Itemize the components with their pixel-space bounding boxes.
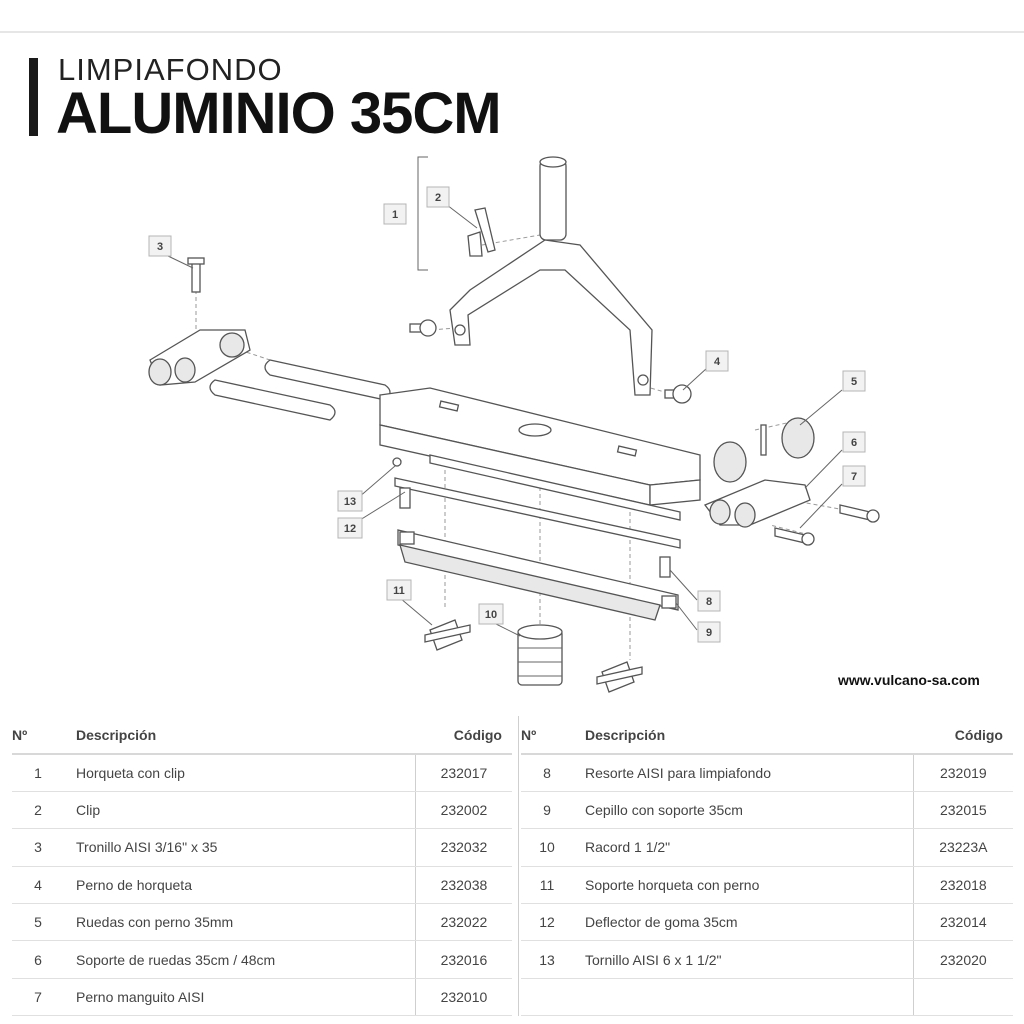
part-code: 23223A	[912, 828, 1013, 867]
table-header-row: Nº Descripción Código	[521, 716, 1013, 755]
svg-text:12: 12	[344, 523, 356, 535]
part-number: 9	[521, 791, 573, 830]
part-code: 232032	[414, 828, 512, 867]
part-description: Cepillo con soporte 35cm	[573, 791, 914, 830]
part-number: 1	[12, 754, 64, 792]
callout-7: 7	[842, 465, 866, 487]
parts-table-left: Nº Descripción Código 1 Horqueta con cli…	[12, 716, 512, 1017]
top-divider	[0, 31, 1024, 33]
table-row: 2 Clip 232002	[12, 791, 512, 830]
part-code: 232016	[414, 940, 512, 979]
part-number: 11	[521, 866, 573, 905]
svg-text:10: 10	[485, 609, 497, 621]
exploded-parts-diagram: 1 2 3 4 5 6 7 8 9 10 11 12	[148, 156, 880, 693]
part-description: Tornillo AISI 6 x 1 1/2"	[573, 940, 914, 979]
part-description: Racord 1 1/2"	[573, 828, 914, 867]
part-number: 6	[12, 940, 64, 979]
svg-text:3: 3	[157, 241, 163, 253]
header-no: Nº	[12, 716, 64, 755]
callout-10: 10	[478, 603, 504, 625]
website-url: www.vulcano-sa.com	[838, 672, 980, 688]
table-row: 3 Tronillo AISI 3/16" x 35 232032	[12, 828, 512, 867]
part-code: 232015	[912, 791, 1013, 830]
part-code	[912, 978, 1013, 1017]
part-code: 232020	[912, 940, 1013, 979]
callout-12: 12	[337, 517, 363, 539]
part-code: 232002	[414, 791, 512, 830]
svg-text:1: 1	[392, 209, 398, 221]
part-number: 8	[521, 754, 573, 792]
part-description: Horqueta con clip	[64, 754, 416, 792]
header-code: Código	[415, 716, 512, 755]
product-title: ALUMINIO 35CM	[56, 81, 502, 146]
table-row: 13 Tornillo AISI 6 x 1 1/2" 232020	[521, 940, 1013, 979]
table-row: 8 Resorte AISI para limpiafondo 232019	[521, 754, 1013, 792]
part-description: Clip	[64, 791, 416, 830]
table-row: 7 Perno manguito AISI 232010	[12, 978, 512, 1017]
callout-3: 3	[148, 235, 172, 257]
part-description	[573, 978, 914, 1017]
svg-text:11: 11	[393, 585, 405, 597]
callout-5: 5	[842, 370, 866, 392]
header-description: Descripción	[573, 716, 914, 755]
part-number: 12	[521, 903, 573, 942]
table-row: 9 Cepillo con soporte 35cm 232015	[521, 791, 1013, 830]
header-no: Nº	[521, 716, 573, 755]
part-number: 13	[521, 940, 573, 979]
header-description: Descripción	[64, 716, 416, 755]
part-code: 232010	[414, 978, 512, 1017]
svg-text:5: 5	[851, 376, 857, 388]
part-description: Resorte AISI para limpiafondo	[573, 754, 914, 792]
part-description: Perno manguito AISI	[64, 978, 416, 1017]
callout-4: 4	[705, 350, 729, 372]
part-description: Ruedas con perno 35mm	[64, 903, 416, 942]
table-row: 1 Horqueta con clip 232017	[12, 754, 512, 792]
svg-text:7: 7	[851, 471, 857, 483]
part-number: 7	[12, 978, 64, 1017]
table-row: 5 Ruedas con perno 35mm 232022	[12, 903, 512, 942]
part-code: 232022	[414, 903, 512, 942]
svg-text:6: 6	[851, 437, 857, 449]
svg-text:2: 2	[435, 192, 441, 204]
product-subtitle: LIMPIAFONDO	[58, 52, 283, 87]
callout-11: 11	[386, 579, 412, 601]
part-number: 2	[12, 791, 64, 830]
part-description: Perno de horqueta	[64, 866, 416, 905]
part-description: Deflector de goma 35cm	[573, 903, 914, 942]
parts-table-right: Nº Descripción Código 8 Resorte AISI par…	[521, 716, 1013, 1017]
part-number: 5	[12, 903, 64, 942]
part-number: 3	[12, 828, 64, 867]
callout-9: 9	[697, 621, 721, 643]
table-row: 6 Soporte de ruedas 35cm / 48cm 232016	[12, 940, 512, 979]
part-code: 232017	[414, 754, 512, 792]
callout-8: 8	[697, 590, 721, 612]
callout-2: 2	[426, 186, 450, 208]
svg-text:4: 4	[714, 356, 721, 368]
table-row: 10 Racord 1 1/2" 23223A	[521, 828, 1013, 867]
svg-text:9: 9	[706, 627, 712, 639]
header-code: Código	[913, 716, 1013, 755]
part-number	[521, 978, 573, 1017]
part-code: 232018	[912, 866, 1013, 905]
part-description: Soporte horqueta con perno	[573, 866, 914, 905]
svg-text:13: 13	[344, 496, 356, 508]
part-number: 10	[521, 828, 573, 867]
table-row: 12 Deflector de goma 35cm 232014	[521, 903, 1013, 942]
title-accent-bar	[29, 58, 38, 136]
part-code: 232014	[912, 903, 1013, 942]
table-row: 4 Perno de horqueta 232038	[12, 866, 512, 905]
callout-13: 13	[337, 490, 363, 512]
part-description: Soporte de ruedas 35cm / 48cm	[64, 940, 416, 979]
svg-text:8: 8	[706, 596, 712, 608]
table-header-row: Nº Descripción Código	[12, 716, 512, 755]
part-code: 232038	[414, 866, 512, 905]
callout-6: 6	[842, 431, 866, 453]
table-row: 11 Soporte horqueta con perno 232018	[521, 866, 1013, 905]
table-row	[521, 978, 1013, 1017]
callout-1: 1	[383, 203, 407, 225]
part-code: 232019	[912, 754, 1013, 792]
table-column-divider	[518, 716, 519, 1016]
part-description: Tronillo AISI 3/16" x 35	[64, 828, 416, 867]
part-number: 4	[12, 866, 64, 905]
